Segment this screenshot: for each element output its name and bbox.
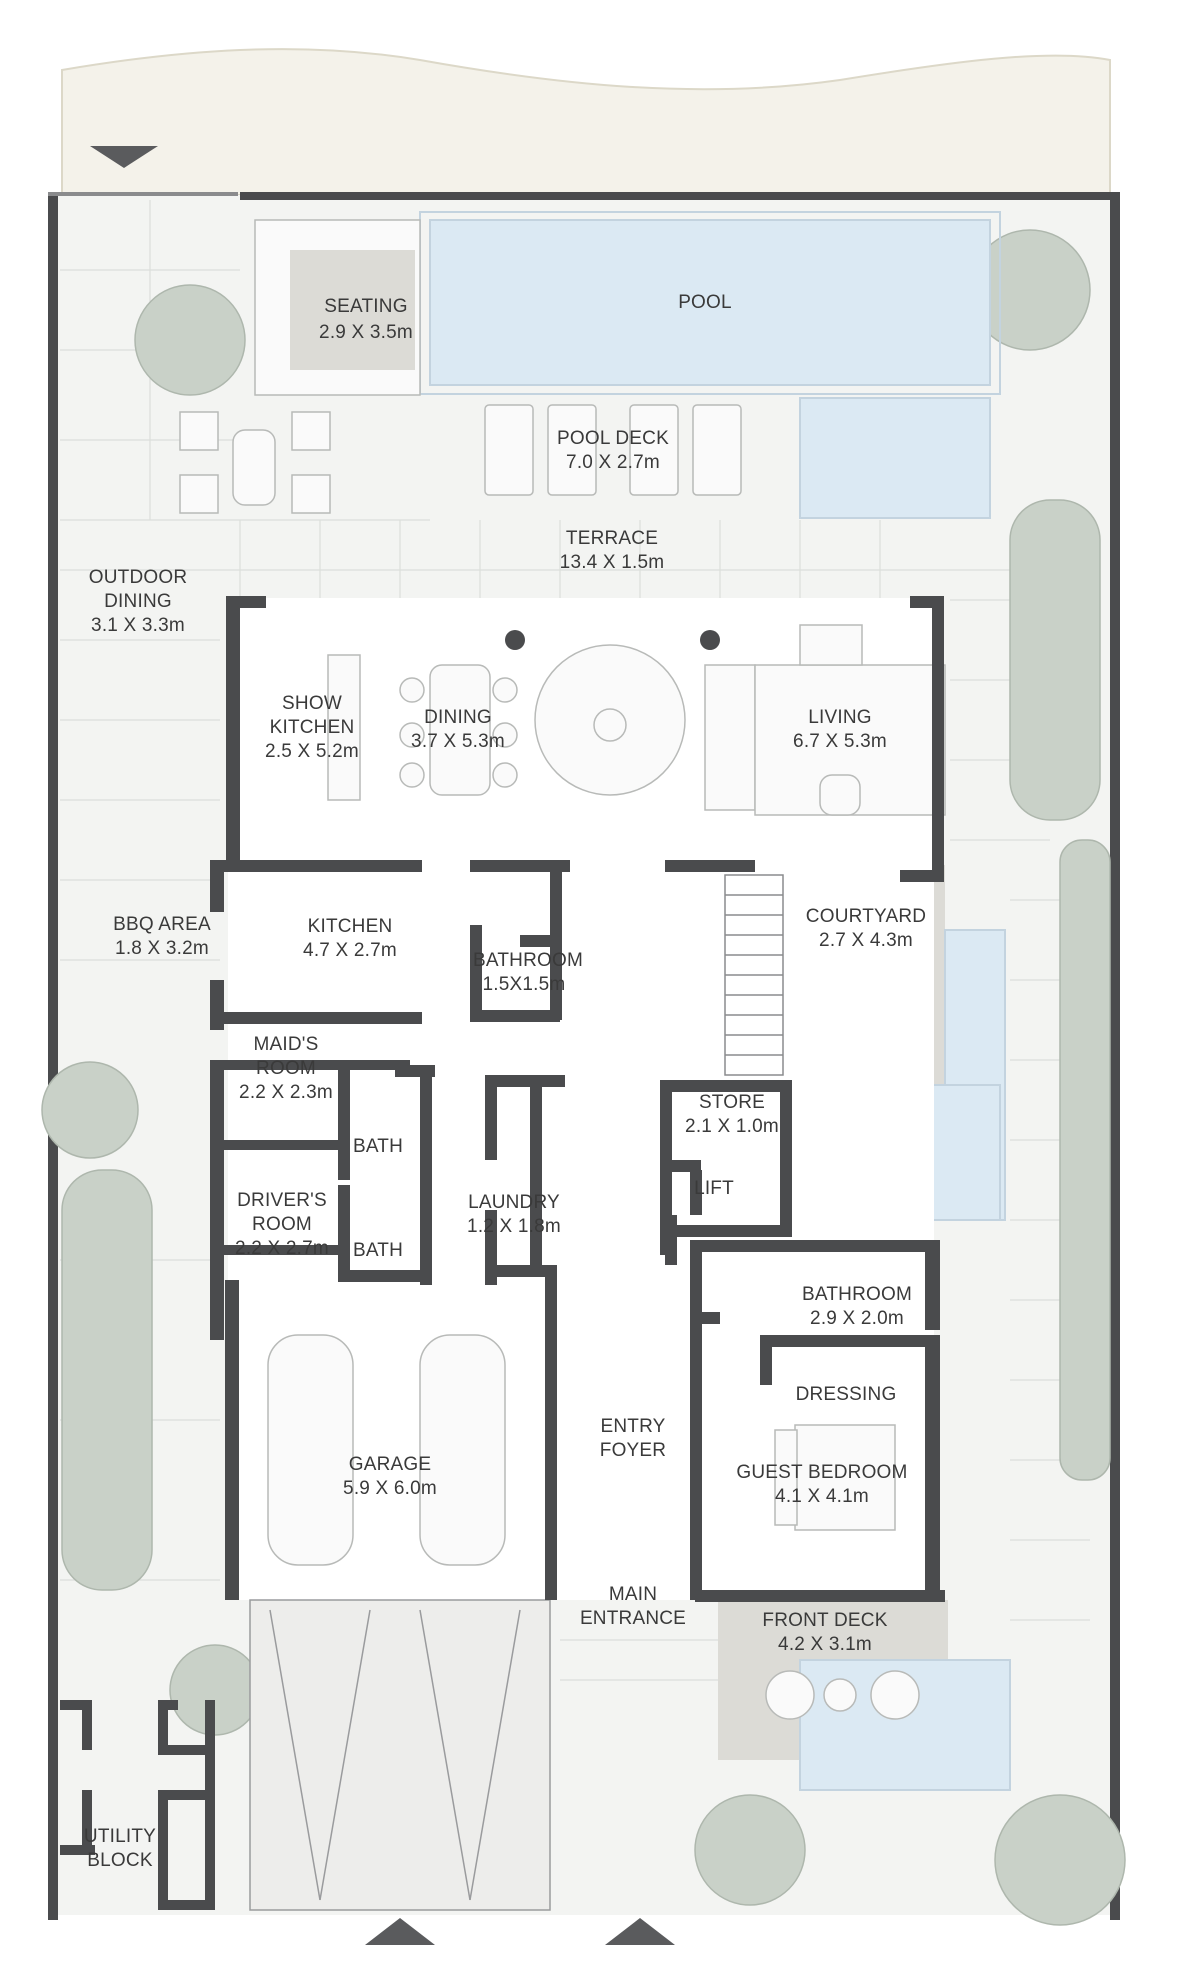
laundry-size: 1.2 X 1.8m	[467, 1216, 561, 1237]
bathroom-small-size: 1.5X1.5m	[483, 974, 566, 995]
drivers-room-label-1: DRIVER'S	[237, 1190, 327, 1211]
entrance-marker-icon	[605, 1918, 675, 1945]
pool-deck-label: POOL DECK	[557, 428, 669, 449]
maids-room-label-2: ROOM	[256, 1058, 316, 1079]
pool-jacuzzi	[799, 397, 991, 519]
beach-area	[61, 48, 1111, 196]
column	[505, 630, 525, 650]
drivers-room-size: 2.2 X 2.7m	[235, 1238, 329, 1259]
bbq-area-label: BBQ AREA	[113, 914, 211, 935]
boundary-wall-top-left	[48, 192, 238, 196]
bathroom-small-label: BATHROOM	[473, 950, 583, 971]
guest-bed	[774, 1424, 896, 1531]
living-size: 6.7 X 5.3m	[793, 731, 887, 752]
bath-1-label: BATH	[353, 1136, 403, 1157]
sea-direction-icon	[90, 146, 158, 168]
guest-bedroom-size: 4.1 X 4.1m	[775, 1486, 869, 1507]
terrace-label: TERRACE	[566, 528, 658, 549]
living-label: LIVING	[808, 707, 872, 728]
outdoor-dining-set	[179, 411, 331, 514]
dressing-label: DRESSING	[796, 1384, 897, 1405]
drivers-room-label-2: ROOM	[252, 1214, 312, 1235]
column	[700, 630, 720, 650]
hedge	[1059, 839, 1111, 1481]
store-size: 2.1 X 1.0m	[685, 1116, 779, 1137]
interior-walls	[210, 596, 945, 1602]
front-deck-size: 4.2 X 3.1m	[778, 1634, 872, 1655]
guest-bedroom-label: GUEST BEDROOM	[736, 1462, 907, 1483]
bath-2-label: BATH	[353, 1240, 403, 1261]
entrance-marker-icon	[365, 1918, 435, 1945]
outdoor-dining-size: 3.1 X 3.3m	[91, 615, 185, 636]
bathroom-guest-label: BATHROOM	[802, 1284, 912, 1305]
tree	[694, 1794, 806, 1906]
show-kitchen-label-1: SHOW	[282, 693, 342, 714]
terrace-size: 13.4 X 1.5m	[560, 552, 665, 573]
dining-label: DINING	[424, 707, 492, 728]
utility-block-label-2: BLOCK	[87, 1850, 153, 1871]
main-entrance-label-2: ENTRANCE	[580, 1608, 686, 1629]
staircase	[724, 874, 784, 1076]
garage-size: 5.9 X 6.0m	[343, 1478, 437, 1499]
bbq-area-size: 1.8 X 3.2m	[115, 938, 209, 959]
entry-foyer-label-2: FOYER	[600, 1440, 666, 1461]
maids-room-size: 2.2 X 2.3m	[239, 1082, 333, 1103]
utility-block-label-1: UTILITY	[84, 1826, 156, 1847]
show-kitchen-size: 2.5 X 5.2m	[265, 741, 359, 762]
tree	[41, 1061, 139, 1159]
front-deck-furniture	[765, 1670, 920, 1720]
pool-deck-size: 7.0 X 2.7m	[566, 452, 660, 473]
main-entrance-label-1: MAIN	[609, 1584, 657, 1605]
laundry-label: LAUNDRY	[468, 1192, 560, 1213]
boundary-wall-right	[1110, 192, 1120, 1920]
show-kitchen-label-2: KITCHEN	[270, 717, 355, 738]
hedge	[61, 1169, 153, 1591]
garage-cars	[267, 1334, 506, 1566]
maids-room-label-1: MAID'S	[253, 1034, 318, 1055]
hedge	[1009, 499, 1101, 821]
living-dining-furniture	[327, 624, 946, 816]
kitchen-size: 4.7 X 2.7m	[303, 940, 397, 961]
lift-label: LIFT	[694, 1178, 734, 1199]
dining-size: 3.7 X 5.3m	[411, 731, 505, 752]
sun-loungers	[484, 404, 742, 496]
seating-size: 2.9 X 3.5m	[319, 322, 413, 343]
courtyard-size: 2.7 X 4.3m	[819, 930, 913, 951]
seating-label: SEATING	[324, 296, 407, 317]
tree	[994, 1794, 1126, 1926]
garage-label: GARAGE	[349, 1454, 432, 1475]
outdoor-seating-sofa	[254, 219, 421, 396]
tree	[134, 284, 246, 396]
outdoor-dining-label-1: OUTDOOR	[89, 567, 188, 588]
bathroom-guest-size: 2.9 X 2.0m	[810, 1308, 904, 1329]
utility-block	[60, 1700, 215, 1910]
front-deck-label: FRONT DECK	[762, 1610, 887, 1631]
pool-label: POOL	[678, 292, 732, 313]
kitchen-label: KITCHEN	[308, 916, 393, 937]
pool	[429, 219, 991, 386]
courtyard-label: COURTYARD	[806, 906, 926, 927]
driveway	[249, 1599, 551, 1911]
entry-foyer-label-1: ENTRY	[600, 1416, 665, 1437]
outdoor-dining-label-2: DINING	[104, 591, 172, 612]
boundary-wall-top	[240, 192, 1120, 200]
store-label: STORE	[699, 1092, 765, 1113]
greenery	[41, 229, 1126, 1926]
boundary-wall-left	[48, 192, 58, 1920]
